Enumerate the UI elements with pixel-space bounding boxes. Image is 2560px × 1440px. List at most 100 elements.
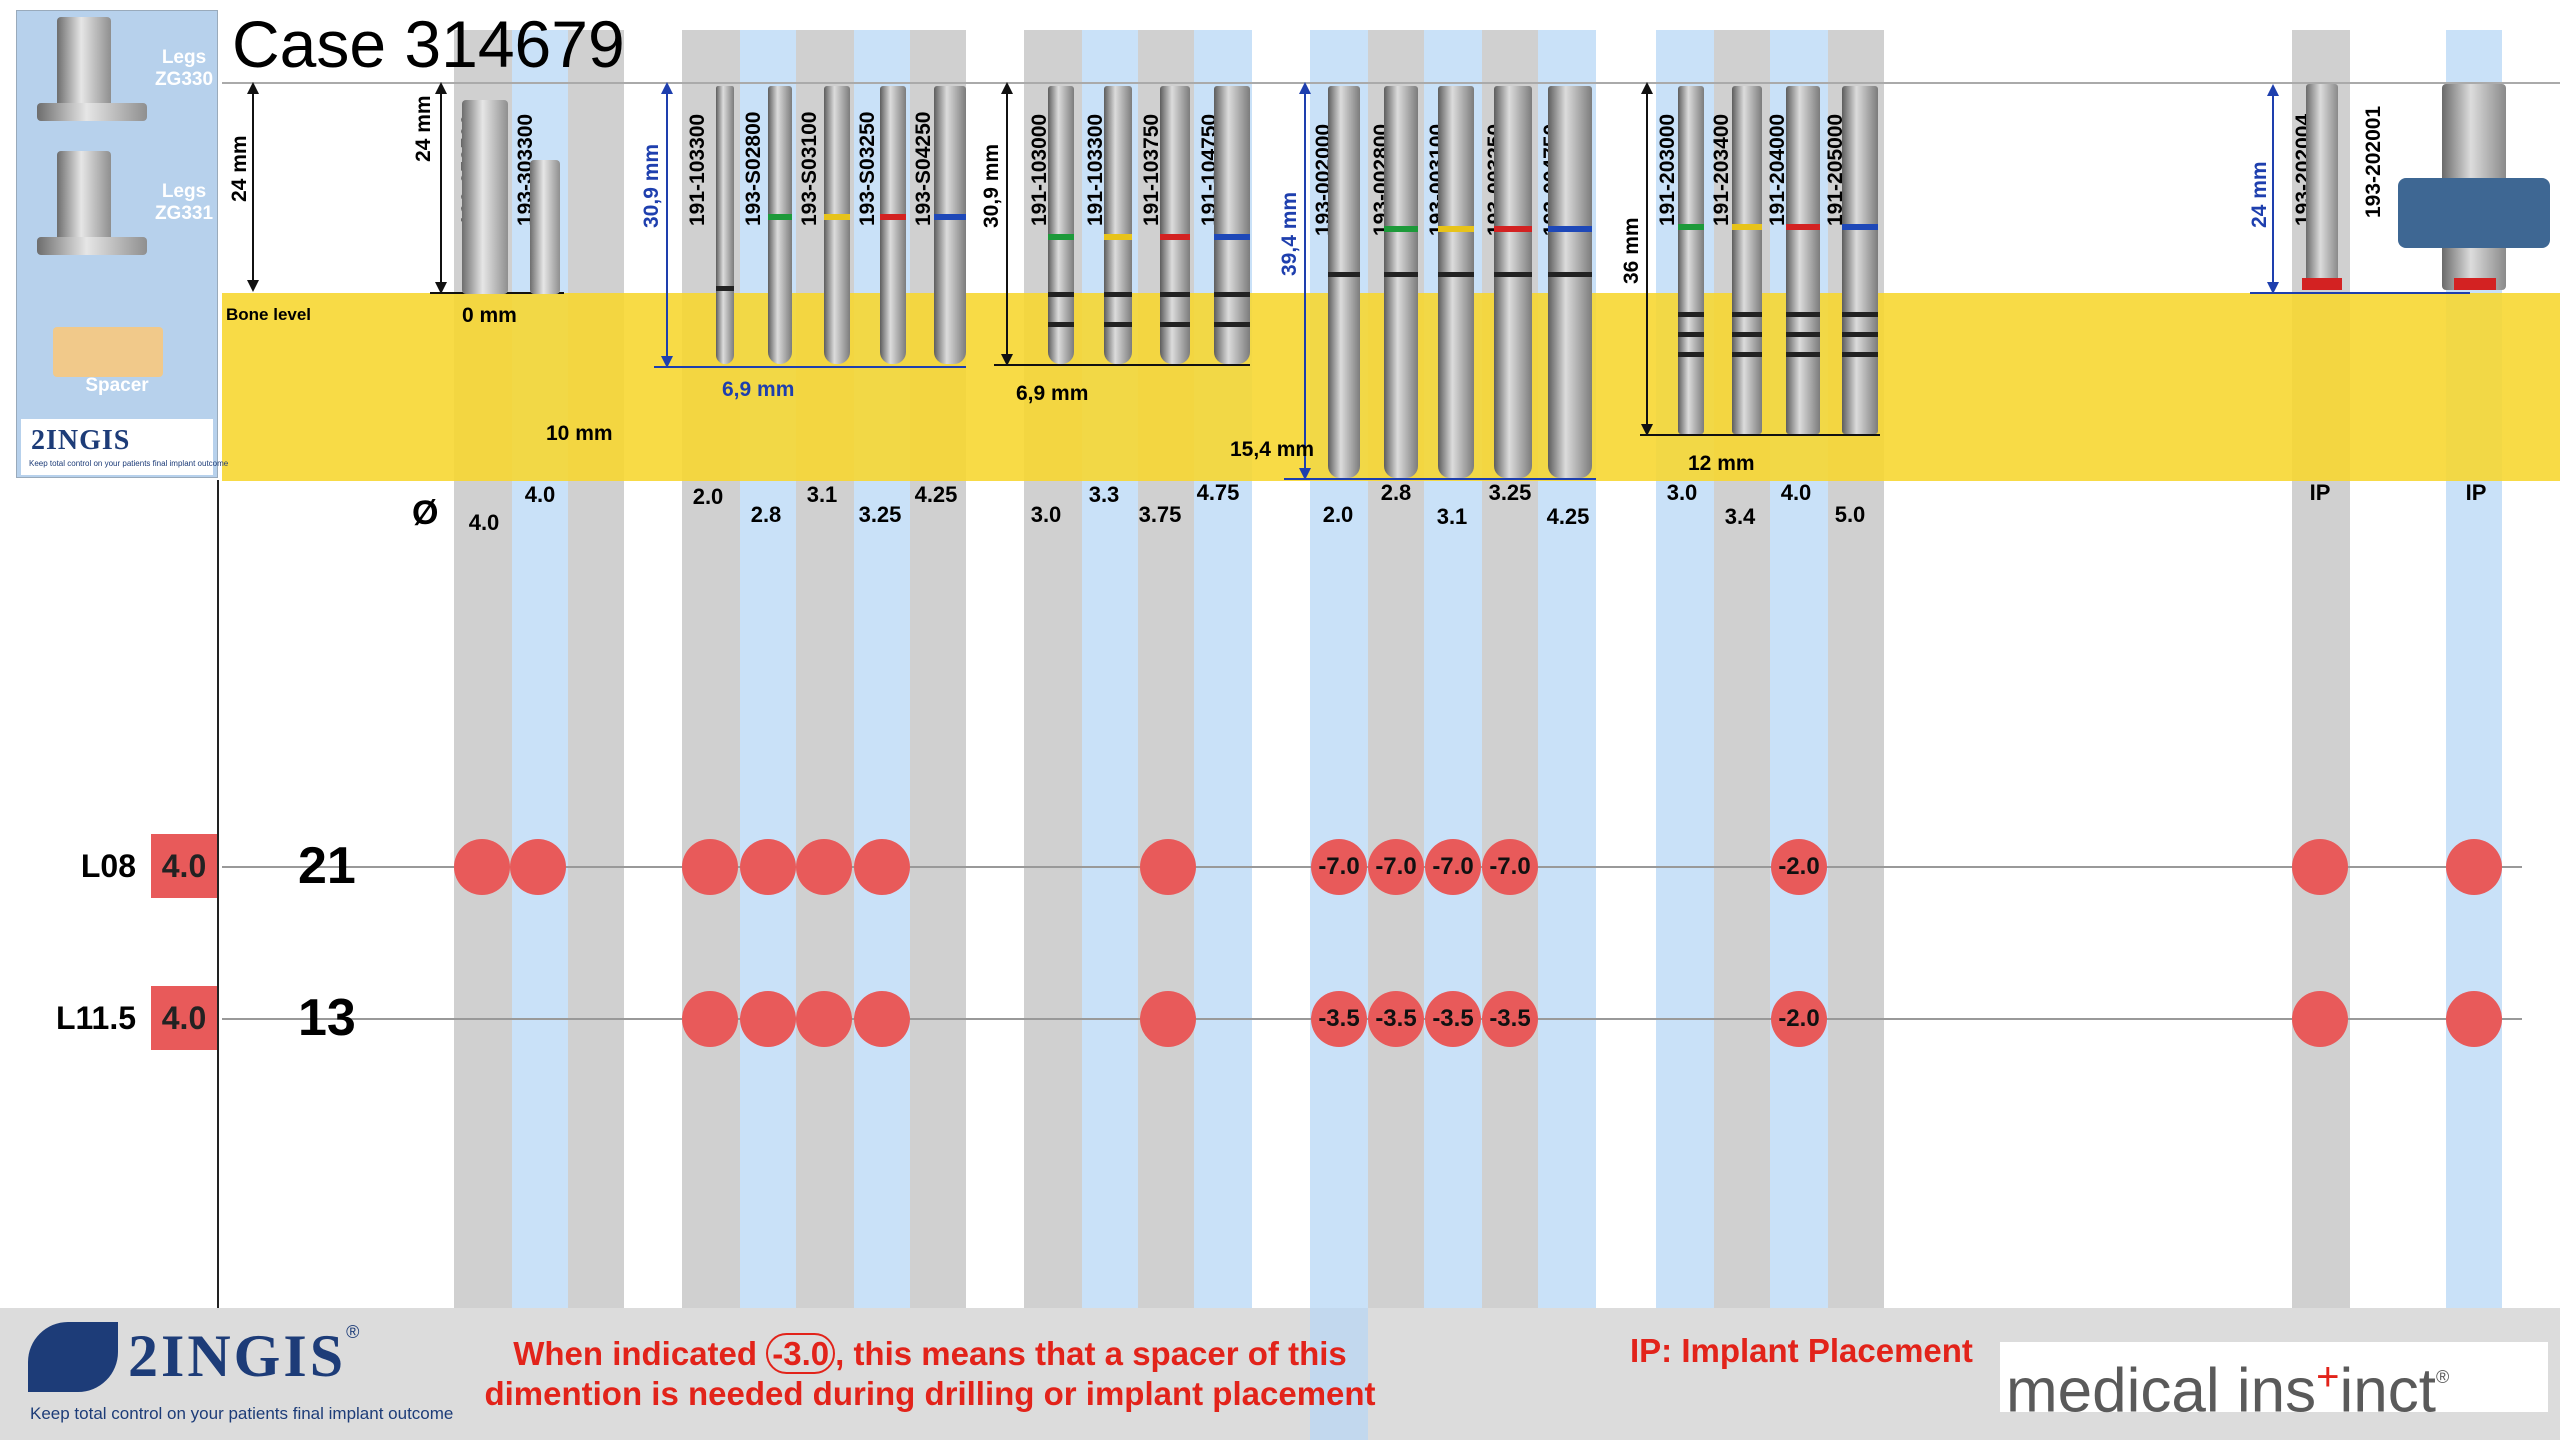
row-1-dot[interactable] bbox=[682, 839, 738, 895]
group3-length-label: 30,9 mm bbox=[980, 143, 1003, 228]
group3-bottom-line bbox=[994, 364, 1250, 366]
group4-bottom-label: 15,4 mm bbox=[1230, 438, 1315, 461]
spacer-footnote-line-2: dimention is needed during drilling or i… bbox=[484, 1375, 1376, 1412]
diam-g2-2: 2.8 bbox=[750, 502, 782, 527]
row-1-implant-diameter-badge: 4.0 bbox=[151, 834, 217, 898]
diam-g4-4: 3.25 bbox=[1488, 480, 1532, 505]
row-2-dot[interactable] bbox=[796, 991, 852, 1047]
spacer-footnote: When indicated -3.0, this means that a s… bbox=[470, 1333, 1390, 1414]
row-1-spacer-dot[interactable]: -7.0 bbox=[1482, 839, 1538, 895]
row-2-implant-length: L11.5 bbox=[55, 1000, 136, 1036]
row-1-dot[interactable] bbox=[2292, 839, 2348, 895]
legs-zg330-image bbox=[57, 17, 111, 115]
group4-arrow-down bbox=[1299, 468, 1311, 480]
implant-mount-legs-image bbox=[2398, 178, 2550, 248]
diam-g4-3: 3.1 bbox=[1436, 504, 1468, 529]
sidebar-dim-arrow-down bbox=[247, 280, 259, 292]
diameter-symbol: Ø bbox=[412, 494, 439, 532]
row-1-dot[interactable] bbox=[854, 839, 910, 895]
drill-193-S02800 bbox=[768, 86, 792, 364]
group3-arrow-down bbox=[1001, 354, 1013, 366]
footer-logo-reg: ® bbox=[346, 1322, 360, 1342]
footer-logo-tagline: Keep total control on your patients fina… bbox=[30, 1404, 454, 1423]
drill-191-103300-a bbox=[716, 86, 734, 364]
diam-g2-1: 2.0 bbox=[692, 484, 724, 509]
row-2-spacer-dot[interactable]: -2.0 bbox=[1771, 991, 1827, 1047]
diam-g4-5: 4.25 bbox=[1546, 504, 1590, 529]
group4-bottom-line bbox=[1284, 478, 1596, 480]
tap-image bbox=[530, 160, 560, 294]
row-2-dot[interactable] bbox=[740, 991, 796, 1047]
group6-dim-line bbox=[2272, 86, 2274, 292]
row-1-spacer-dot[interactable]: -7.0 bbox=[1311, 839, 1367, 895]
row-1-tooth-number: 21 bbox=[298, 837, 356, 895]
group6-bottom-line bbox=[2250, 292, 2470, 294]
legs-zg331-clamp-image bbox=[37, 237, 147, 255]
row-1-dot[interactable] bbox=[740, 839, 796, 895]
group5-bottom-label: 12 mm bbox=[1688, 452, 1755, 475]
footnote-circled-value: -3.0 bbox=[766, 1333, 836, 1374]
tool-193-S03250: 193-S03250 bbox=[856, 111, 879, 226]
group3-bottom-label: 6,9 mm bbox=[1016, 382, 1089, 405]
group6-arrow-down bbox=[2267, 282, 2279, 294]
row-1-dot[interactable] bbox=[454, 839, 510, 895]
row-2-dot[interactable] bbox=[682, 991, 738, 1047]
row-1-implant-length: L08 bbox=[80, 848, 136, 884]
group5-dim-line bbox=[1646, 84, 1648, 434]
drill-193-002800 bbox=[1384, 86, 1418, 478]
group5-length-label: 36 mm bbox=[1620, 217, 1643, 284]
drill-191-103300-b bbox=[1104, 86, 1132, 364]
implant-driver-red-ring bbox=[2302, 278, 2342, 290]
diam-g2-4: 3.25 bbox=[858, 502, 902, 527]
tool-193-S04250: 193-S04250 bbox=[912, 111, 935, 226]
group1-bottom-label: 0 mm bbox=[462, 304, 517, 327]
group4-length-label: 39,4 mm bbox=[1278, 191, 1301, 276]
implant-mount-red-ring bbox=[2454, 278, 2496, 290]
group3-arrow-up bbox=[1001, 82, 1013, 94]
tool-193-S02800: 193-S02800 bbox=[742, 111, 765, 226]
column-3 bbox=[568, 30, 624, 1440]
row-1-dot[interactable] bbox=[796, 839, 852, 895]
diam-g3-1: 3.0 bbox=[1030, 502, 1062, 527]
partner-reg: ® bbox=[2435, 1367, 2450, 1387]
row-1-spacer-dot[interactable]: -7.0 bbox=[1368, 839, 1424, 895]
row-1-spacer-dot[interactable]: -2.0 bbox=[1771, 839, 1827, 895]
row-2-spacer-dot[interactable]: -3.5 bbox=[1368, 991, 1424, 1047]
partner-name-2: inct bbox=[2339, 1356, 2436, 1426]
group2-arrow-up bbox=[661, 82, 673, 94]
top-reference-line bbox=[222, 82, 2560, 84]
diam-g3-3: 3.75 bbox=[1138, 502, 1182, 527]
row-2-spacer-dot[interactable]: -3.5 bbox=[1311, 991, 1367, 1047]
partner-name-1: medical ins bbox=[2006, 1356, 2317, 1426]
diam-g4-1: 2.0 bbox=[1322, 502, 1354, 527]
tool-191-203000: 191-203000 bbox=[1656, 113, 1679, 226]
sidebar-kit-panel: Legs ZG330 Legs ZG331 Spacer 2INGIS Keep… bbox=[16, 10, 228, 478]
row-2-dot[interactable] bbox=[1140, 991, 1196, 1047]
trephine-image bbox=[462, 100, 508, 294]
drill-193-S04250 bbox=[934, 86, 966, 364]
spacer-footnote-line-1: When indicated -3.0, this means that a s… bbox=[470, 1333, 1390, 1374]
row-2-spacer-dot[interactable]: -3.5 bbox=[1425, 991, 1481, 1047]
group1-dim-line bbox=[440, 84, 442, 292]
group4-arrow-up bbox=[1299, 82, 1311, 94]
medical-instinct-logo: medical ins+inct® bbox=[2000, 1342, 2548, 1426]
row-1-dot[interactable] bbox=[1140, 839, 1196, 895]
legs-zg330-label: Legs ZG330 bbox=[154, 47, 214, 90]
drill-193-003250 bbox=[1494, 86, 1532, 478]
row-1-dot[interactable] bbox=[510, 839, 566, 895]
page-title: Case 314679 bbox=[232, 7, 625, 81]
diam-g2-5: 4.25 bbox=[914, 482, 958, 507]
row-2-dot[interactable] bbox=[854, 991, 910, 1047]
row-2-dot[interactable] bbox=[2292, 991, 2348, 1047]
diam-g6-2: IP bbox=[2465, 480, 2487, 505]
drill-193-003100 bbox=[1438, 86, 1474, 478]
row-1-spacer-dot[interactable]: -7.0 bbox=[1425, 839, 1481, 895]
group4-dim-line bbox=[1304, 84, 1306, 478]
bone-level-label: Bone level bbox=[226, 305, 312, 324]
diam-g5-1: 3.0 bbox=[1666, 480, 1698, 505]
tool-191-103300-a: 191-103300 bbox=[686, 113, 709, 226]
row-2-dot[interactable] bbox=[2446, 991, 2502, 1047]
row-2-spacer-dot[interactable]: -3.5 bbox=[1482, 991, 1538, 1047]
row-2-tooth-number: 13 bbox=[298, 989, 356, 1047]
row-1-dot[interactable] bbox=[2446, 839, 2502, 895]
